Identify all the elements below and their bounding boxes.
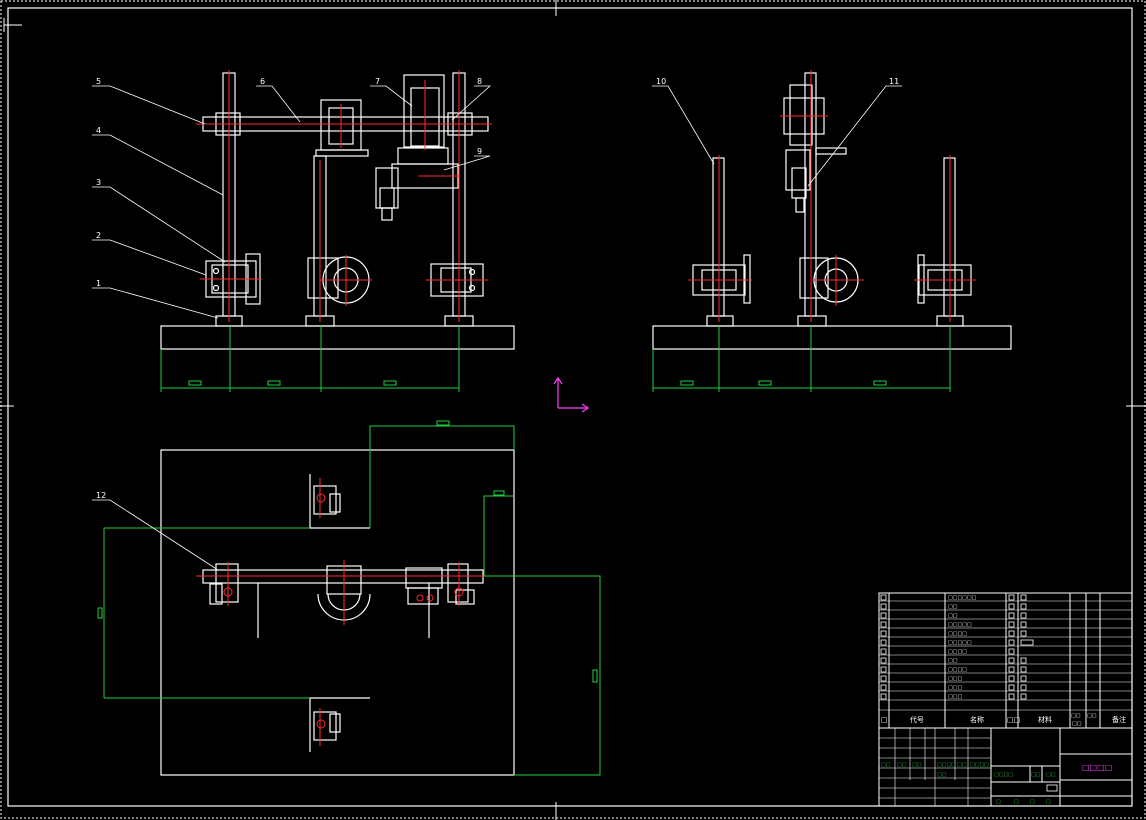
balloon-labels-plan: 12: [96, 491, 106, 500]
bom-row-10-name: □□□: [948, 676, 962, 682]
title-block: [878, 592, 1133, 807]
balloon-4: 4: [96, 126, 101, 135]
bom-row-8-name: □□: [948, 658, 958, 664]
bom-row-6-name: □□□□□: [948, 640, 972, 646]
sig-label-2: □□: [897, 762, 907, 768]
drawing-title: □□□□: [1082, 763, 1112, 772]
stage-label-1: □□□□: [994, 772, 1013, 778]
plan-view-dimensions: [97, 420, 601, 776]
bom-row-5-name: □□□□: [948, 631, 967, 637]
header-code: 代号: [910, 715, 924, 724]
balloon-11: 11: [889, 77, 899, 86]
bom-row-4-name: □□□□□: [948, 622, 972, 628]
plan-view: [160, 449, 515, 776]
balloon-6: 6: [260, 77, 265, 86]
leaders-plan: [92, 499, 219, 571]
title-block-row-checkboxes: [880, 594, 1058, 792]
bom-row-1-name: □□□□□□: [948, 595, 977, 601]
balloon-12: 12: [96, 491, 106, 500]
stage-label-2: □□: [1031, 772, 1041, 778]
header-material: 材料: [1038, 715, 1052, 724]
leaders-front: [92, 85, 492, 319]
front-view-dimensions: [160, 326, 460, 392]
ucs-icon: [553, 376, 590, 413]
title-block-footer: □□ □□ □□ □□□□ □□ □□□□ □□□□ □□ □□ □□ □ □ …: [881, 762, 1056, 805]
balloon-8: 8: [477, 77, 482, 86]
sig-label-3: □□: [912, 762, 922, 768]
scale-row-1: □: [996, 799, 1001, 805]
balloon-5: 5: [96, 77, 101, 86]
header-unit-weight: □□: [1071, 713, 1081, 719]
header-seq: □: [881, 716, 888, 724]
bom-row-9-name: □□□□: [948, 667, 967, 673]
balloon-9: 9: [477, 147, 482, 156]
header-total-weight: □□: [1087, 713, 1097, 719]
sig-label-4: □□□□: [937, 762, 956, 768]
side-view-centerlines: [688, 70, 976, 322]
title-block-rowlines: [879, 600, 1132, 806]
plan-view-centerlines: [196, 478, 490, 746]
header-weight: □□: [1072, 721, 1082, 727]
sig-label-6: □□□□: [970, 762, 989, 768]
bom-row-12-name: □□□: [948, 694, 962, 700]
stage-label-3: □□: [1046, 772, 1056, 778]
title-block-text: □□□□□□ □□ □□ □□□□□ □□□□ □□□□□ □□□□ □□ □□…: [948, 595, 977, 700]
bom-row-3-name: □□: [948, 613, 958, 619]
sig-label-1: □□: [881, 762, 891, 768]
scale-row-3: □: [1030, 799, 1035, 805]
balloon-3: 3: [96, 178, 101, 187]
plan-view-holes: [223, 493, 464, 729]
leaders-side: [652, 85, 902, 187]
bom-row-11-name: □□□: [948, 685, 962, 691]
balloon-7: 7: [375, 77, 380, 86]
side-view-dimensions: [652, 326, 951, 392]
scale-row-4: □: [1046, 799, 1051, 805]
bom-row-7-name: □□□□: [948, 649, 967, 655]
header-name: 名称: [970, 715, 984, 724]
bom-row-2-name: □□: [948, 604, 958, 610]
header-remark: 备注: [1112, 715, 1126, 724]
title-block-header: □ 代号 名称 □□ 材料 □□ □□ □□ 备注: [881, 713, 1126, 727]
balloon-2: 2: [96, 231, 101, 240]
balloon-1: 1: [96, 279, 101, 288]
sig-label-5: □□: [957, 762, 967, 768]
balloon-labels-side: 10 11: [656, 77, 899, 86]
stage-label-4: □□: [937, 772, 947, 778]
balloon-labels-front: 5 4 3 2 1 6 7 8 9: [96, 77, 482, 288]
header-qty: □□: [1007, 716, 1020, 724]
scale-row-2: □: [1014, 799, 1019, 805]
balloon-10: 10: [656, 77, 666, 86]
front-view-centerlines: [196, 70, 492, 322]
